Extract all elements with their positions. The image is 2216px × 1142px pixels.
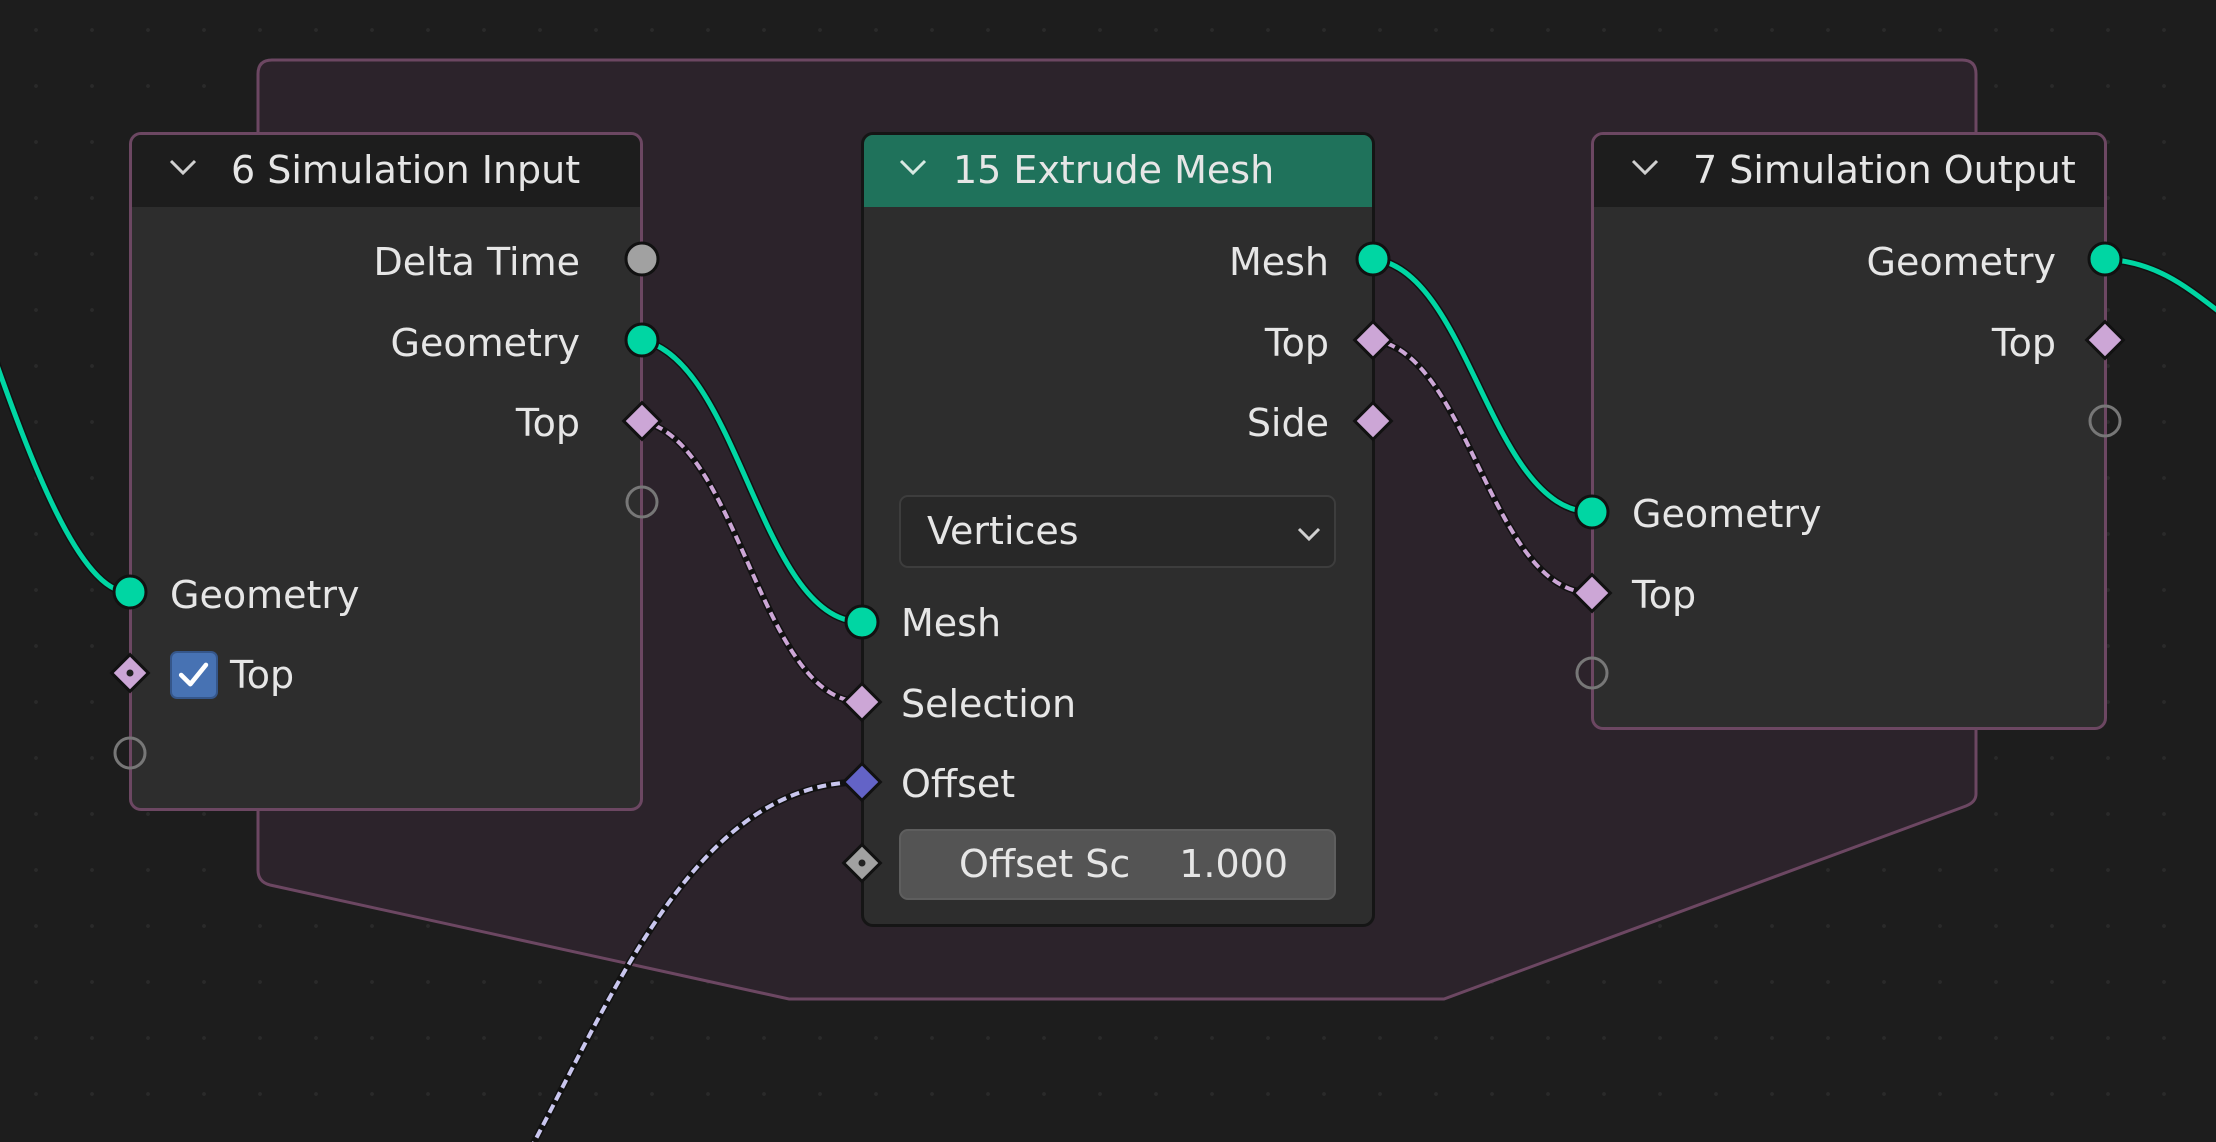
mode-dropdown[interactable]: Vertices	[899, 495, 1336, 568]
socket-sim-output-top-in[interactable]	[1571, 572, 1613, 614]
output-label-geometry: Geometry	[1866, 240, 2056, 284]
node-header[interactable]: 7 Simulation Output	[1594, 135, 2104, 207]
input-label-top: Top	[230, 653, 295, 697]
input-label-offset: Offset	[901, 762, 1016, 806]
socket-sim-input-geometry-in[interactable]	[112, 574, 148, 610]
offset-scale-label: Offset Sc	[959, 842, 1131, 886]
socket-sim-output-virtual-out[interactable]	[2088, 404, 2122, 438]
node-header[interactable]: 6 Simulation Input	[132, 135, 640, 207]
socket-extrude-side-out[interactable]	[1352, 400, 1394, 442]
top-checkbox[interactable]	[170, 651, 218, 699]
socket-sim-output-geometry-in[interactable]	[1574, 494, 1610, 530]
socket-sim-output-virtual-in[interactable]	[1575, 656, 1609, 690]
socket-extrude-selection-in[interactable]	[841, 681, 883, 723]
output-label-mesh: Mesh	[1228, 240, 1329, 284]
offset-scale-value: 1.000	[1179, 842, 1288, 886]
input-label-selection: Selection	[901, 682, 1077, 726]
mode-dropdown-value: Vertices	[927, 509, 1079, 553]
socket-extrude-top-out[interactable]	[1352, 319, 1394, 361]
socket-sim-input-delta-time-out[interactable]	[624, 241, 660, 277]
socket-sim-input-top-out[interactable]	[621, 400, 663, 442]
socket-extrude-mesh-out[interactable]	[1355, 241, 1391, 277]
simulation-input-node[interactable]: 6 Simulation Input Delta Time Geometry T…	[129, 132, 643, 811]
socket-sim-output-top-out[interactable]	[2084, 319, 2126, 361]
chevron-down-icon	[1297, 527, 1321, 542]
output-label-delta-time: Delta Time	[373, 240, 580, 284]
node-title: 6 Simulation Input	[231, 148, 581, 192]
input-label-mesh: Mesh	[901, 601, 1002, 645]
output-label-top: Top	[1264, 321, 1329, 365]
chevron-down-icon[interactable]	[1630, 157, 1660, 177]
socket-field-dot	[126, 669, 134, 677]
input-label-geometry: Geometry	[1632, 492, 1822, 536]
socket-field-dot	[858, 859, 866, 867]
socket-extrude-offset-in[interactable]	[841, 761, 883, 803]
node-title: 7 Simulation Output	[1693, 148, 2076, 192]
socket-sim-input-geometry-out[interactable]	[624, 322, 660, 358]
simulation-output-node[interactable]: 7 Simulation Output Geometry Top Geometr…	[1591, 132, 2107, 730]
input-label-top: Top	[1632, 573, 1697, 617]
output-label-top: Top	[515, 401, 580, 445]
socket-sim-input-virtual-in[interactable]	[113, 736, 147, 770]
output-label-side: Side	[1246, 401, 1329, 445]
socket-extrude-mesh-in[interactable]	[844, 604, 880, 640]
chevron-down-icon[interactable]	[898, 157, 928, 177]
output-label-geometry: Geometry	[390, 321, 580, 365]
node-header[interactable]: 15 Extrude Mesh	[864, 135, 1372, 207]
input-label-geometry: Geometry	[170, 573, 360, 617]
node-title: 15 Extrude Mesh	[953, 148, 1275, 192]
output-label-top: Top	[1991, 321, 2056, 365]
checkmark-icon	[178, 662, 209, 687]
chevron-down-icon[interactable]	[168, 157, 198, 177]
socket-sim-output-geometry-out[interactable]	[2087, 241, 2123, 277]
socket-sim-input-virtual-out[interactable]	[625, 485, 659, 519]
offset-scale-field[interactable]: Offset Sc 1.000	[899, 829, 1336, 900]
